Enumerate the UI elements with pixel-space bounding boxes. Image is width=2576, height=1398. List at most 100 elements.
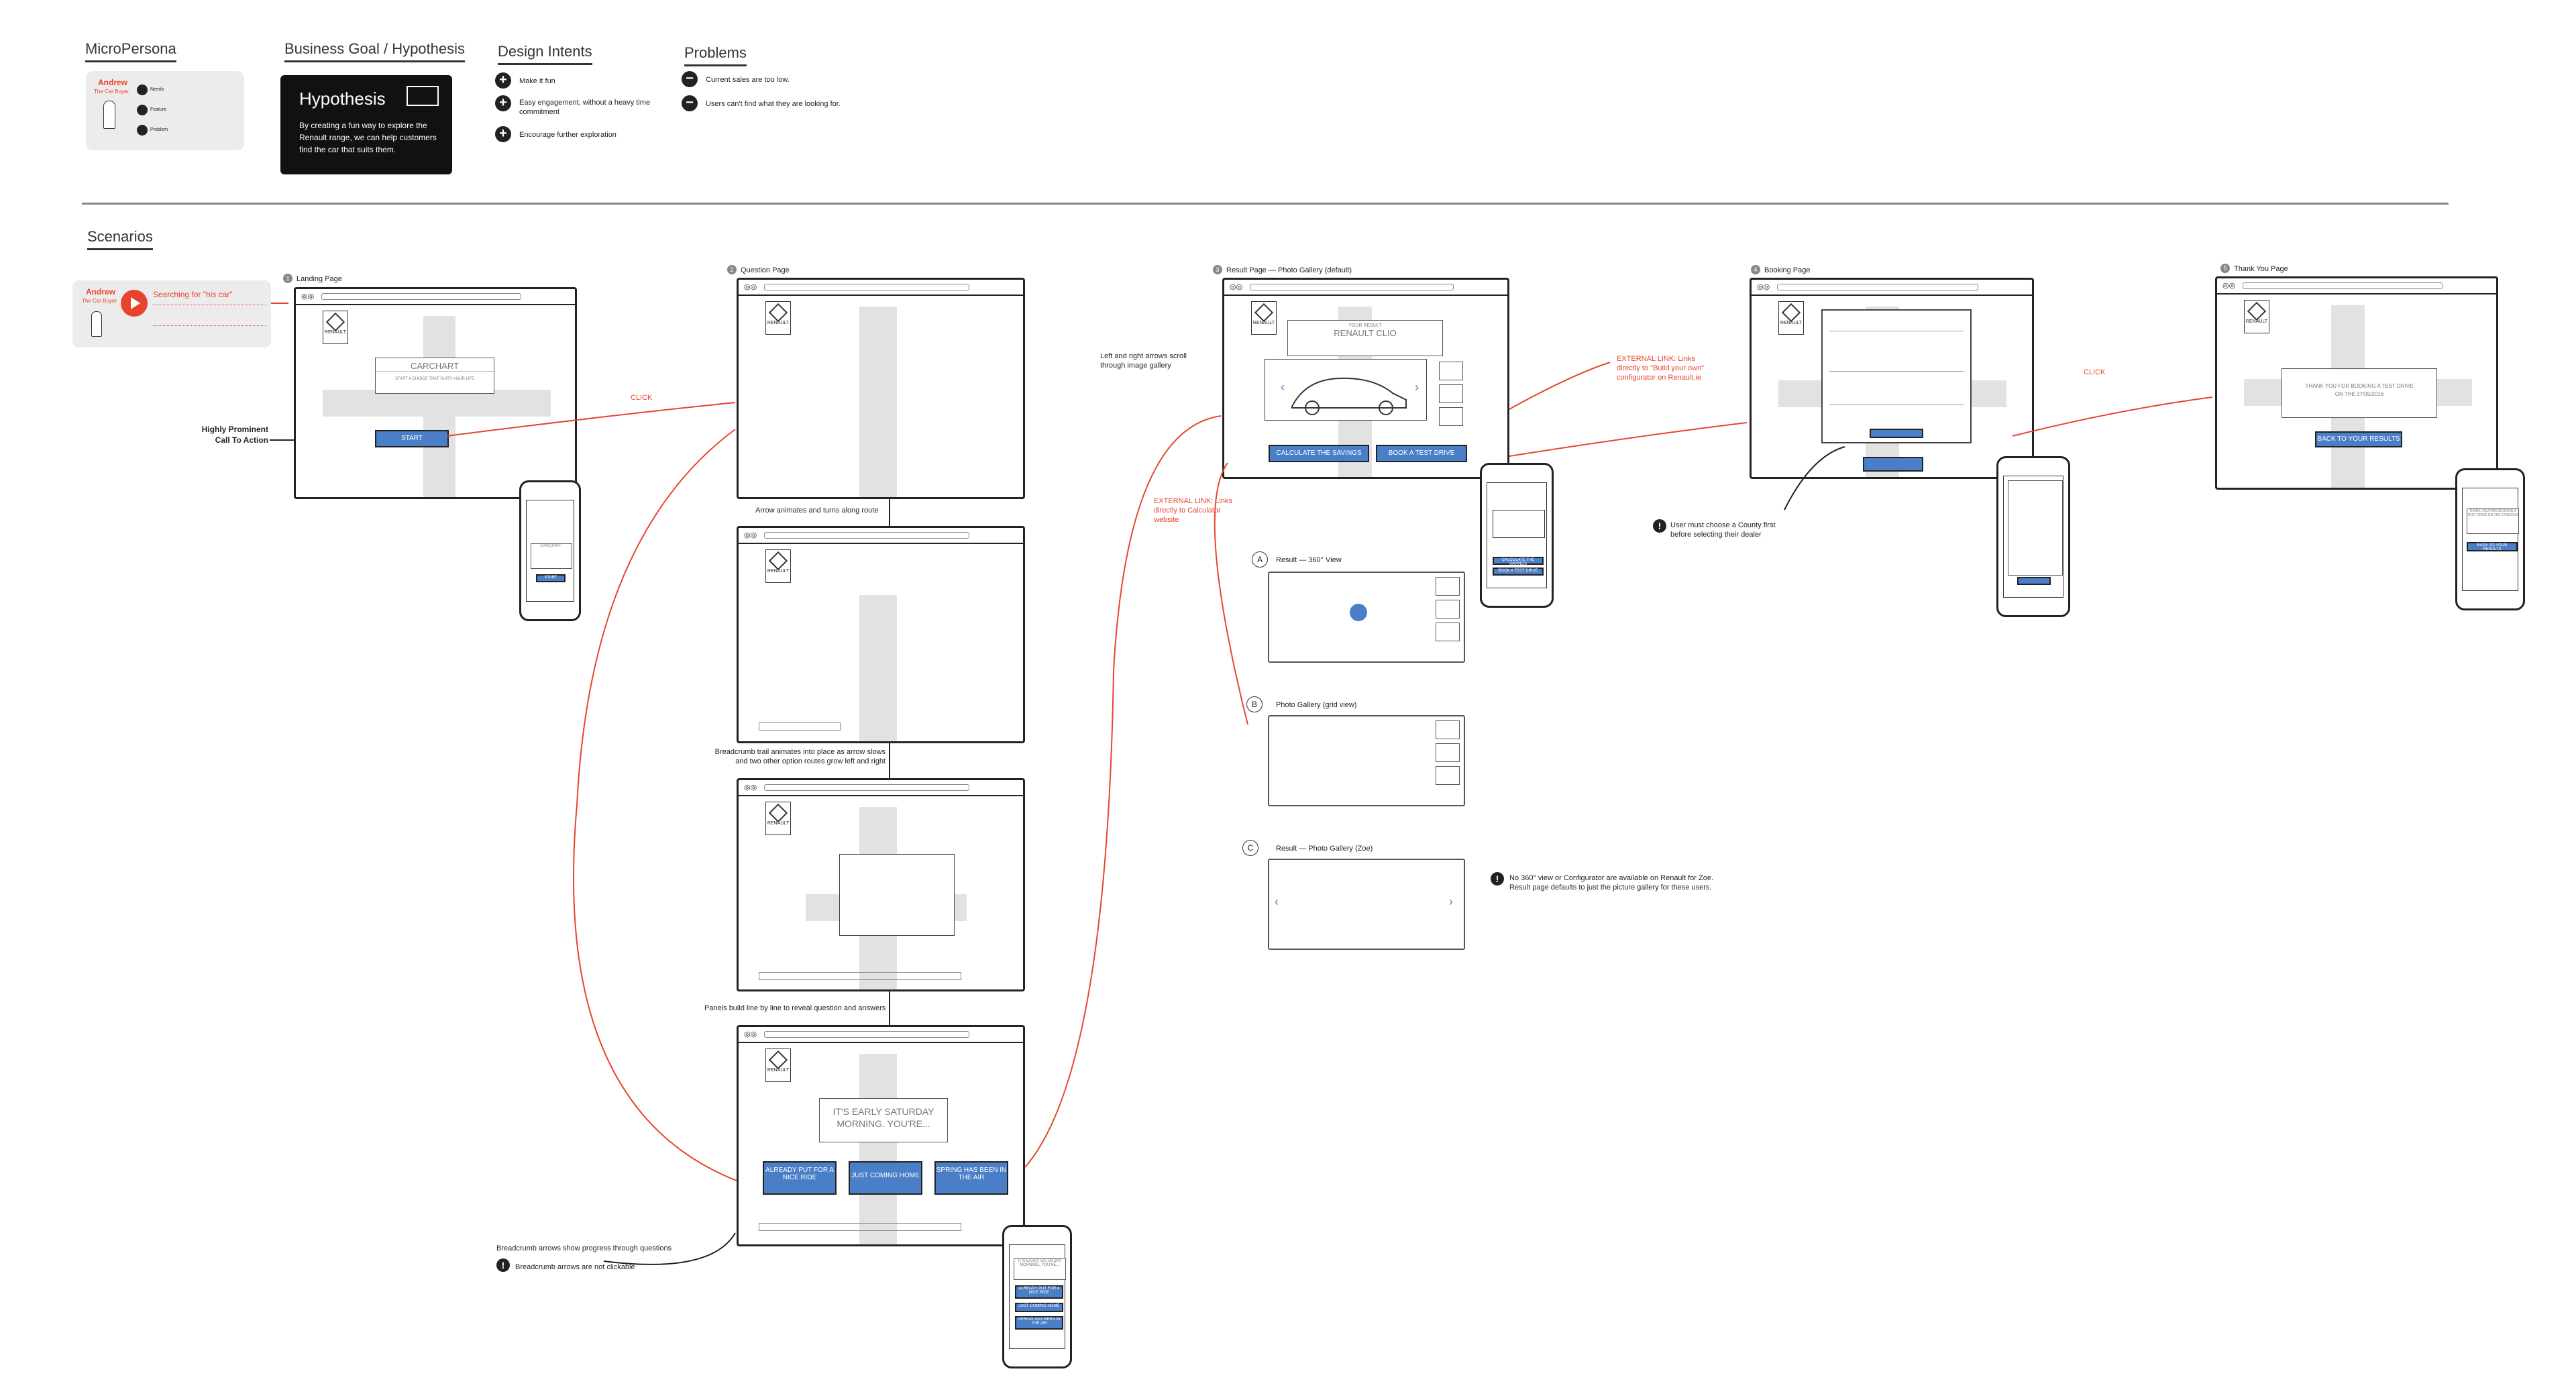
mobile-book-button[interactable]: BOOK A TEST DRIVE bbox=[1493, 568, 1544, 576]
problems-title: Problems bbox=[684, 44, 747, 66]
mobile-calculate-button[interactable]: CALCULATE THE SAVINGS bbox=[1493, 557, 1544, 566]
variant-360-frame bbox=[1268, 572, 1465, 663]
question-mobile-frame: IT'S EARLY SATURDAY MORNING. YOU'RE... A… bbox=[1002, 1225, 1072, 1368]
mobile-answer-1[interactable]: ALREADY PUT FOR A NICE RIDE bbox=[1015, 1285, 1063, 1299]
variant-b-marker: B bbox=[1246, 696, 1263, 712]
chart-trend-icon bbox=[407, 86, 439, 106]
alert-icon: ! bbox=[1491, 872, 1504, 885]
browser-controls-icon: ◎◎ bbox=[744, 283, 757, 291]
browser-controls-icon: ◎◎ bbox=[1757, 283, 1770, 291]
start-button[interactable]: START bbox=[375, 430, 449, 447]
needs-icon bbox=[137, 85, 148, 95]
variant-zoe-frame: ‹ › bbox=[1268, 859, 1465, 950]
renault-logo: RENAULT bbox=[765, 1048, 791, 1082]
question-note-4: Breadcrumb arrows show progress through … bbox=[496, 1244, 672, 1252]
gallery-left-arrow[interactable]: ‹ bbox=[1281, 380, 1285, 394]
variant-b-label: Photo Gallery (grid view) bbox=[1276, 701, 1357, 709]
mobile-screen: IT'S EARLY SATURDAY MORNING. YOU'RE... A… bbox=[1009, 1244, 1066, 1349]
step-marker: 4 bbox=[1751, 265, 1760, 274]
answer-button-3[interactable]: SPRING HAS BEEN IN THE AIR bbox=[934, 1161, 1008, 1195]
persona-needs: Needs bbox=[150, 87, 164, 92]
result-mobile-frame: CALCULATE THE SAVINGS BOOK A TEST DRIVE bbox=[1480, 463, 1554, 608]
thankyou-label: Thank You Page bbox=[2234, 265, 2288, 273]
booking-click-note: CLICK bbox=[2084, 368, 2106, 376]
mobile-screen: CALCULATE THE SAVINGS BOOK A TEST DRIVE bbox=[1487, 482, 1547, 588]
step-marker: 2 bbox=[727, 265, 737, 274]
mobile-screen bbox=[2003, 476, 2063, 598]
scenario-persona-name: Andrew bbox=[86, 287, 116, 297]
photo-gallery-icon[interactable] bbox=[1439, 362, 1463, 380]
plus-icon: + bbox=[495, 72, 511, 89]
calculate-savings-button[interactable]: CALCULATE THE SAVINGS bbox=[1269, 445, 1369, 462]
persona-feature: Feature bbox=[150, 107, 167, 112]
browser-controls-icon: ◎◎ bbox=[1230, 283, 1243, 291]
variant-a-marker: A bbox=[1252, 551, 1268, 568]
variant-c-marker: C bbox=[1242, 840, 1258, 856]
submit-button[interactable] bbox=[1870, 429, 1923, 438]
result-page-frame: ◎◎ RENAULT YOUR RESULT RENAULT CLIO ‹ › … bbox=[1222, 278, 1509, 479]
intent-item-1: Make it fun bbox=[519, 77, 555, 85]
browser-bar: ◎◎ bbox=[1224, 280, 1507, 296]
step-marker: 3 bbox=[1213, 265, 1222, 274]
micropersona-title: MicroPersona bbox=[85, 40, 176, 62]
design-intents-title: Design Intents bbox=[498, 43, 592, 65]
scenarios-title: Scenarios bbox=[87, 228, 153, 250]
browser-bar: ◎◎ bbox=[739, 1027, 1023, 1043]
answer-button-2[interactable]: JUST COMING HOME bbox=[849, 1161, 922, 1195]
url-bar bbox=[321, 293, 521, 300]
problem-item-2: Users can't find what they are looking f… bbox=[706, 100, 841, 108]
booking-form bbox=[1821, 309, 1972, 443]
gallery-left-arrow[interactable]: ‹ bbox=[1275, 895, 1279, 908]
highly-prominent-note: Highly Prominent Call To Action bbox=[201, 425, 268, 445]
thankyou-message: THANK YOU FOR BOOKING A TEST DRIVE ON TH… bbox=[2305, 383, 2414, 397]
scenario-goal: Searching for "his car" bbox=[153, 290, 233, 299]
book-test-drive-button[interactable]: BOOK A TEST DRIVE bbox=[1376, 445, 1467, 462]
360-view-icon[interactable] bbox=[1436, 743, 1460, 762]
scenario-persona-role: The Car Buyer bbox=[82, 298, 117, 304]
mobile-submit-button[interactable] bbox=[2017, 577, 2051, 585]
mobile-answer-3[interactable]: SPRING HAS BEEN IN THE AIR bbox=[1015, 1316, 1063, 1330]
photo-gallery-icon[interactable] bbox=[1436, 577, 1460, 596]
renault-logo: RENAULT bbox=[2244, 300, 2269, 333]
renault-logo: RENAULT bbox=[323, 311, 348, 344]
answer-button-1[interactable]: ALREADY PUT FOR A NICE RIDE bbox=[763, 1161, 837, 1195]
details-section bbox=[1829, 331, 1964, 358]
configurator-icon[interactable] bbox=[1436, 766, 1460, 785]
persona-role: The Car Buyer bbox=[94, 89, 129, 95]
back-to-results-button[interactable]: BACK TO YOUR RESULTS bbox=[2315, 431, 2402, 447]
landing-mobile-frame: CARCHART START bbox=[519, 480, 581, 621]
browser-bar: ◎◎ bbox=[296, 289, 575, 305]
360-view-icon[interactable] bbox=[1436, 600, 1460, 619]
browser-controls-icon: ◎◎ bbox=[301, 292, 315, 301]
zoe-note: No 360° view or Configurator are availab… bbox=[1509, 874, 1714, 892]
360-view-icon[interactable] bbox=[1439, 384, 1463, 403]
hypothesis-text: By creating a fun way to explore the Ren… bbox=[299, 121, 437, 154]
external-link-note-2: EXTERNAL LINK: Links directly to "Build … bbox=[1617, 355, 1705, 382]
booking-label: Booking Page bbox=[1764, 266, 1811, 274]
photo-gallery-icon[interactable] bbox=[1436, 720, 1460, 739]
persona-figure-icon bbox=[91, 311, 102, 337]
gallery-right-arrow[interactable]: › bbox=[1415, 380, 1419, 394]
mobile-back-button[interactable]: BACK TO YOUR RESULTS bbox=[2467, 542, 2518, 551]
configurator-icon[interactable] bbox=[1439, 407, 1463, 426]
question-text: IT'S EARLY SATURDAY MORNING. YOU'RE... bbox=[833, 1106, 934, 1129]
browser-controls-icon: ◎◎ bbox=[744, 1030, 757, 1038]
mobile-booking-form bbox=[2008, 480, 2063, 576]
mobile-answer-2[interactable]: JUST COMING HOME bbox=[1015, 1303, 1063, 1312]
background-arrow bbox=[323, 390, 551, 417]
mobile-start-button[interactable]: START bbox=[536, 574, 566, 582]
arrows-note: Left and right arrows scroll through ima… bbox=[1100, 352, 1187, 370]
play-360-icon[interactable] bbox=[1350, 604, 1367, 621]
gallery-right-arrow[interactable]: › bbox=[1449, 895, 1453, 908]
question-label: Question Page bbox=[741, 266, 790, 274]
mobile-thankyou-message: THANK YOU FOR BOOKING A TEST DRIVE ON TH… bbox=[2467, 508, 2519, 534]
persona-problem: Problem bbox=[150, 127, 168, 132]
question-frame-1: ◎◎ RENAULT bbox=[737, 278, 1025, 499]
configurator-icon[interactable] bbox=[1436, 623, 1460, 641]
browser-bar: ◎◎ bbox=[1752, 280, 2032, 296]
car-name: RENAULT CLIO bbox=[1334, 328, 1397, 338]
browser-bar: ◎◎ bbox=[739, 780, 1023, 796]
booking-submit-button[interactable] bbox=[1863, 457, 1923, 472]
business-goal-title: Business Goal / Hypothesis bbox=[284, 40, 466, 62]
mobile-question: IT'S EARLY SATURDAY MORNING. YOU'RE... bbox=[1014, 1258, 1066, 1280]
